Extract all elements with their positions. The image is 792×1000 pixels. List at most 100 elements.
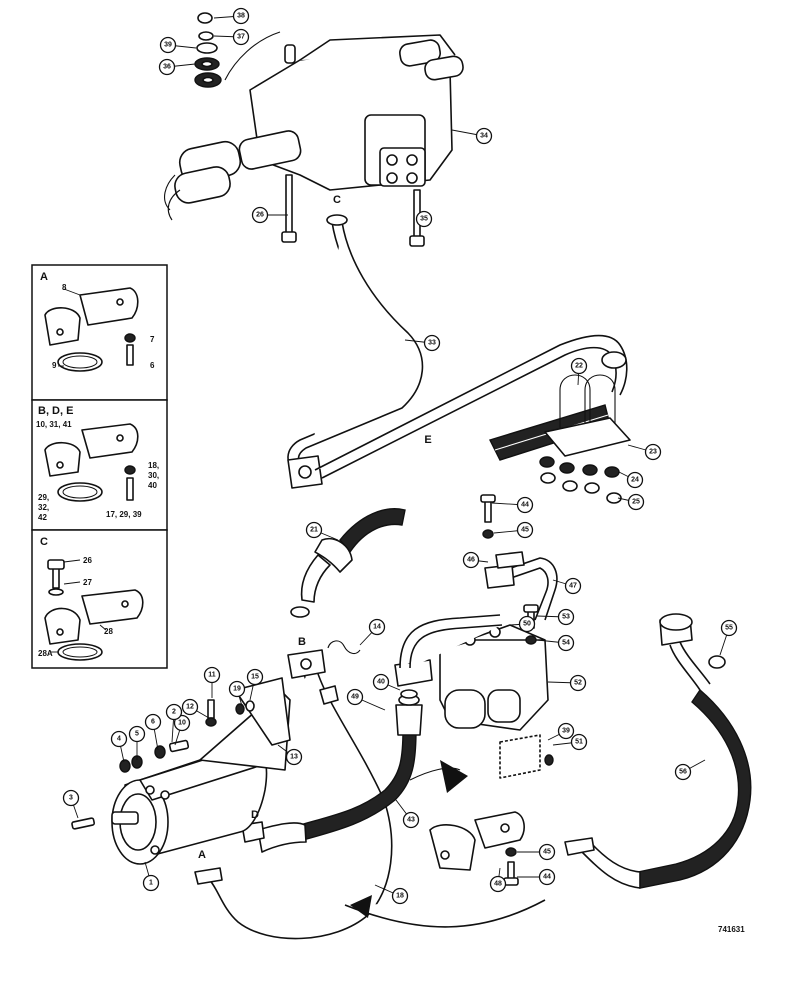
callout-number: 18: [396, 893, 404, 900]
hydraulic-pump: [111, 677, 291, 865]
section-letter-d: D: [251, 809, 259, 821]
callout-number: 46: [467, 557, 475, 564]
inset-a-label-7: 7: [150, 335, 155, 344]
control-valve: [164, 31, 464, 221]
callout-23: 23: [627, 443, 662, 461]
callout-38: 38: [213, 7, 250, 25]
inset-c: C 26 27 28 28A: [31, 529, 168, 669]
inset-a-label-9: 9: [52, 361, 57, 370]
flange-clamp: [429, 811, 525, 886]
callout-number: 22: [575, 363, 583, 370]
callout-34: 34: [451, 127, 493, 145]
callout-35: 35: [415, 210, 433, 228]
callout-3: 3: [62, 789, 80, 819]
callout-43: 43: [395, 799, 420, 829]
callout-number: 13: [290, 754, 298, 761]
inset-c-label-28a: 28A: [38, 649, 53, 658]
callout-46: 46: [462, 551, 489, 569]
inset-bde-title: B, D, E: [38, 405, 73, 417]
callout-40: 40: [372, 673, 401, 691]
callout-number: 49: [351, 694, 359, 701]
callout-18: 18: [374, 884, 409, 905]
valve-bolts: [281, 174, 425, 247]
callout-4: 4: [110, 730, 128, 763]
callout-number: 3: [69, 795, 73, 802]
callout-24: 24: [618, 471, 644, 489]
callout-number: 55: [725, 625, 733, 632]
callout-53: 53: [536, 608, 575, 626]
pump-hardware: [71, 640, 361, 830]
callout-15: 15: [246, 668, 264, 701]
inset-bde: B, D, E 10, 31, 41 18, 30, 40 29, 32, 42…: [31, 399, 168, 531]
callout-6: 6: [144, 713, 162, 751]
callout-number: 4: [117, 736, 121, 743]
inset-bde-label-10-31-41: 10, 31, 41: [36, 420, 72, 429]
callout-number: 25: [632, 499, 640, 506]
callout-number: 39: [164, 42, 172, 49]
callout-number: 23: [649, 449, 657, 456]
callout-51: 51: [552, 733, 588, 751]
inset-a-title: A: [40, 271, 48, 283]
callout-number: 10: [178, 720, 186, 727]
callout-number: 51: [575, 739, 583, 746]
section-letter-c: C: [333, 194, 341, 206]
inset-bde-label-17-29-39: 17, 29, 39: [106, 510, 142, 519]
inset-c-title: C: [40, 536, 48, 548]
callout-number: 39: [562, 728, 570, 735]
callout-number: 21: [310, 527, 318, 534]
callout-1: 1: [142, 861, 160, 892]
callout-39: 39: [159, 36, 197, 54]
callout-number: 45: [521, 527, 529, 534]
callout-22: 22: [570, 357, 588, 386]
callout-47: 47: [552, 577, 582, 595]
callout-number: 50: [523, 621, 531, 628]
section-letter-e: E: [424, 434, 431, 446]
callout-49: 49: [346, 688, 386, 711]
callout-number: 15: [251, 674, 259, 681]
callout-19: 19: [228, 680, 246, 707]
inset-bde-label-18: 18,: [148, 461, 159, 470]
callout-number: 37: [237, 34, 245, 41]
drawing-ref: 741631: [718, 925, 745, 934]
inset-c-label-27: 27: [83, 578, 92, 587]
inset-c-label-28: 28: [104, 627, 113, 636]
callout-50: 50: [509, 615, 536, 633]
callout-number: 47: [569, 583, 577, 590]
callout-number: 54: [562, 640, 570, 647]
callout-number: 36: [163, 64, 171, 71]
callout-52: 52: [547, 674, 587, 692]
callout-44: 44: [517, 868, 556, 886]
callout-number: 2: [172, 709, 176, 716]
callout-number: 33: [428, 340, 436, 347]
callout-number: 26: [256, 212, 264, 219]
callout-number: 48: [494, 881, 502, 888]
callout-number: 45: [543, 849, 551, 856]
callout-55: 55: [719, 619, 738, 656]
callout-11: 11: [203, 666, 221, 698]
seal-stack: [194, 12, 222, 88]
callout-5: 5: [128, 725, 146, 760]
callout-44: 44: [491, 496, 534, 514]
inset-bde-label-32: 32,: [38, 503, 49, 512]
callout-number: 43: [407, 817, 415, 824]
callout-14: 14: [359, 618, 386, 646]
callout-number: 53: [562, 614, 570, 621]
inset-bde-label-29: 29,: [38, 493, 49, 502]
section-letter-b: B: [298, 636, 306, 648]
callout-36: 36: [158, 58, 196, 76]
callout-number: 38: [237, 13, 245, 20]
tube-33: [287, 214, 424, 489]
callout-48: 48: [489, 867, 507, 893]
callout-56: 56: [674, 759, 706, 781]
inset-a-label-6: 6: [150, 361, 155, 370]
callout-number: 35: [420, 216, 428, 223]
callout-number: 5: [135, 731, 139, 738]
callout-25: 25: [617, 493, 645, 511]
inset-bde-label-40: 40: [148, 481, 157, 490]
callout-number: 19: [233, 686, 241, 693]
callout-2: 2: [165, 703, 183, 743]
section-letter-a: A: [198, 849, 206, 861]
inset-bde-label-30: 30,: [148, 471, 159, 480]
